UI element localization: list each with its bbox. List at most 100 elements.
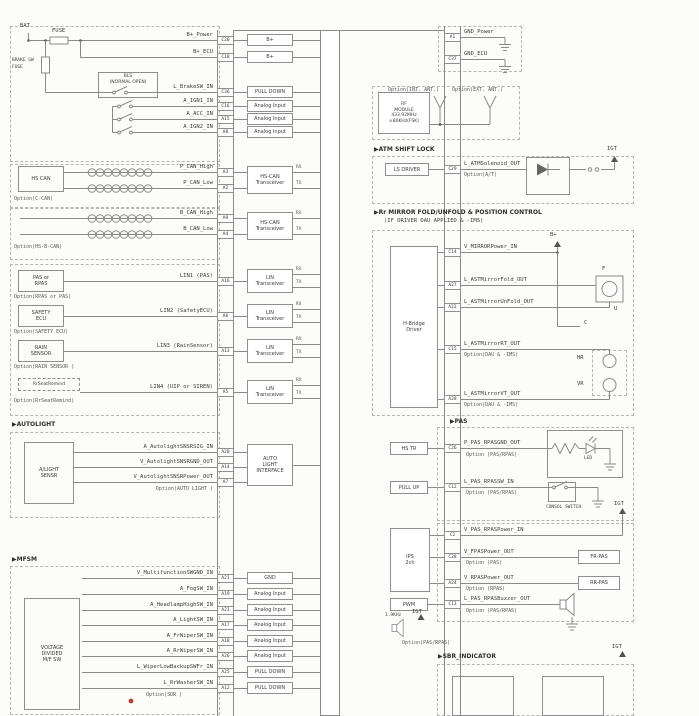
sbr-header: ▶SBR_INDICATOR [438,653,496,660]
analog-input-box: Analog Input [247,604,293,616]
signal-label: V_RPASPower_OUT [464,575,514,581]
pin-a4: A4 [217,230,234,239]
mirror-header: ▶Rr MIRROR FOLD/UNFOLD & POSITION CONTRO… [374,209,542,216]
bplus-box: B+ [247,34,293,46]
pin-a3: A3 [217,168,234,177]
pin-a23: A23 [217,606,234,615]
signal-label: B+_ECU [193,49,213,55]
ecu-inner-stubs [293,40,321,689]
pin-a13: A13 [217,347,234,356]
box-label: B+ [266,37,274,43]
rx-label: RX [296,302,302,307]
pas-switch-frame [437,427,634,521]
signal-label: V_MIRRORPower_IN [464,244,517,250]
console-switch-box [548,482,576,502]
box-label: A/LIGHT [38,467,60,473]
option-label: Option(HS-B-CAN) [14,244,63,250]
analog-input-box: Analog Input [247,588,293,600]
autolight-wires [74,452,218,483]
signal-label: B_CAN_High [179,210,213,216]
bls-label: BLS [123,74,133,79]
option-label: Option(C-CAN) [14,196,54,202]
ground-wires [460,37,512,73]
hs-can-source-box: HS CAN [18,166,64,192]
box-label: Analog Input [254,622,286,628]
pin-a5: A5 [217,388,234,397]
pin-a19: A19 [217,590,234,599]
rx-label: RX [296,267,302,272]
box-label: VOLTAGE [40,645,64,651]
pin-a25: A25 [217,668,234,677]
signal-label: L_PAS_RPASSW_IN [464,479,514,485]
signal-label: P_CAN_Low [183,180,213,186]
rr-pas-box: RR-PAS [578,576,620,590]
pin-a7: A7 [217,478,234,487]
pull-down-box: PULL DOWN [247,666,293,678]
pin-a16: A16 [217,277,234,286]
rx-label: RX [296,165,302,170]
analog-input-box: Analog Input [247,635,293,647]
brake-light-switch-box: BLS (NORMAL OPEN) [98,72,158,98]
option-label: Option(RPAS or PAS) [14,294,72,300]
signal-label: A_FrWiperSW_IN [166,633,213,639]
autolight-section-frame [10,432,220,518]
box-label: INTERFACE [256,468,284,474]
signal-label: L_ASTMirrorVT_OUT [464,391,521,397]
fr-pas-box: FR-PAS [578,550,620,564]
mfsm-wires [82,578,218,704]
pas-wires [391,436,627,638]
pin-c20: C20 [217,36,234,45]
pull-down-box: PULL DOWN [247,682,293,694]
analog-input-box: Analog Input [247,100,293,112]
analog-input-box: Analog Input [247,650,293,662]
analog-input-box: Analog Input [247,113,293,125]
pin-a15: A15 [217,115,234,124]
analog-input-box: Analog Input [247,126,293,138]
red-marker-dot [128,698,134,704]
signal-label: L_ASTMirrorFold_OUT [464,277,527,283]
box-label: PULL DOWN [254,89,286,95]
ls-driver-box: LS DRIVER [385,163,429,176]
rf-wires [430,95,497,126]
terminal-label: C [584,320,588,326]
option-label: Option(RAIN SENSOR ) [14,364,75,370]
option-label: Option (PAS/RPAS) [466,490,518,496]
igt-label: IGT [614,501,624,507]
can-wires [20,168,218,239]
terminal-label: VR [577,381,584,387]
tx-label: TX [296,280,302,285]
box-label: LIN [265,345,274,351]
signal-label: A_RrWiperSW_IN [166,648,213,654]
option-label: Option (PAS) [466,560,503,566]
rx-label: RX [296,211,302,216]
terminal-label: U [614,306,618,312]
box-label: PWM [402,601,416,608]
signal-label: A_LightSW_IN [173,617,213,623]
igt-label: IGT [612,644,622,650]
pin-c26: C26 [444,444,461,453]
signal-label: L_ASTMirrorRT_OUT [464,341,521,347]
atm-header: ▶ATM SHIFT LOCK [374,146,435,153]
igt-label: IGT [607,146,617,152]
option-label: Option(SDR ) [146,692,183,698]
box-label: PULL DOWN [254,669,286,675]
signal-label: A_IGN2_IN [183,124,213,130]
signal-label: LIN4 (UIP or SIREN) [150,384,213,390]
box-label: B+ [266,54,274,60]
pin-c15: C15 [444,345,461,354]
box-label: Driver [406,327,422,333]
box-label: LS DRIVER [393,166,421,173]
signal-label: L_WiperLowBackupSWFr_IN [136,664,213,670]
pin-a26: A26 [217,652,234,661]
pin-a1: A1 [444,33,461,42]
pin-a8: A8 [217,128,234,137]
pas-header: ▶PAS [450,418,468,425]
box-label: LIN [265,275,274,281]
